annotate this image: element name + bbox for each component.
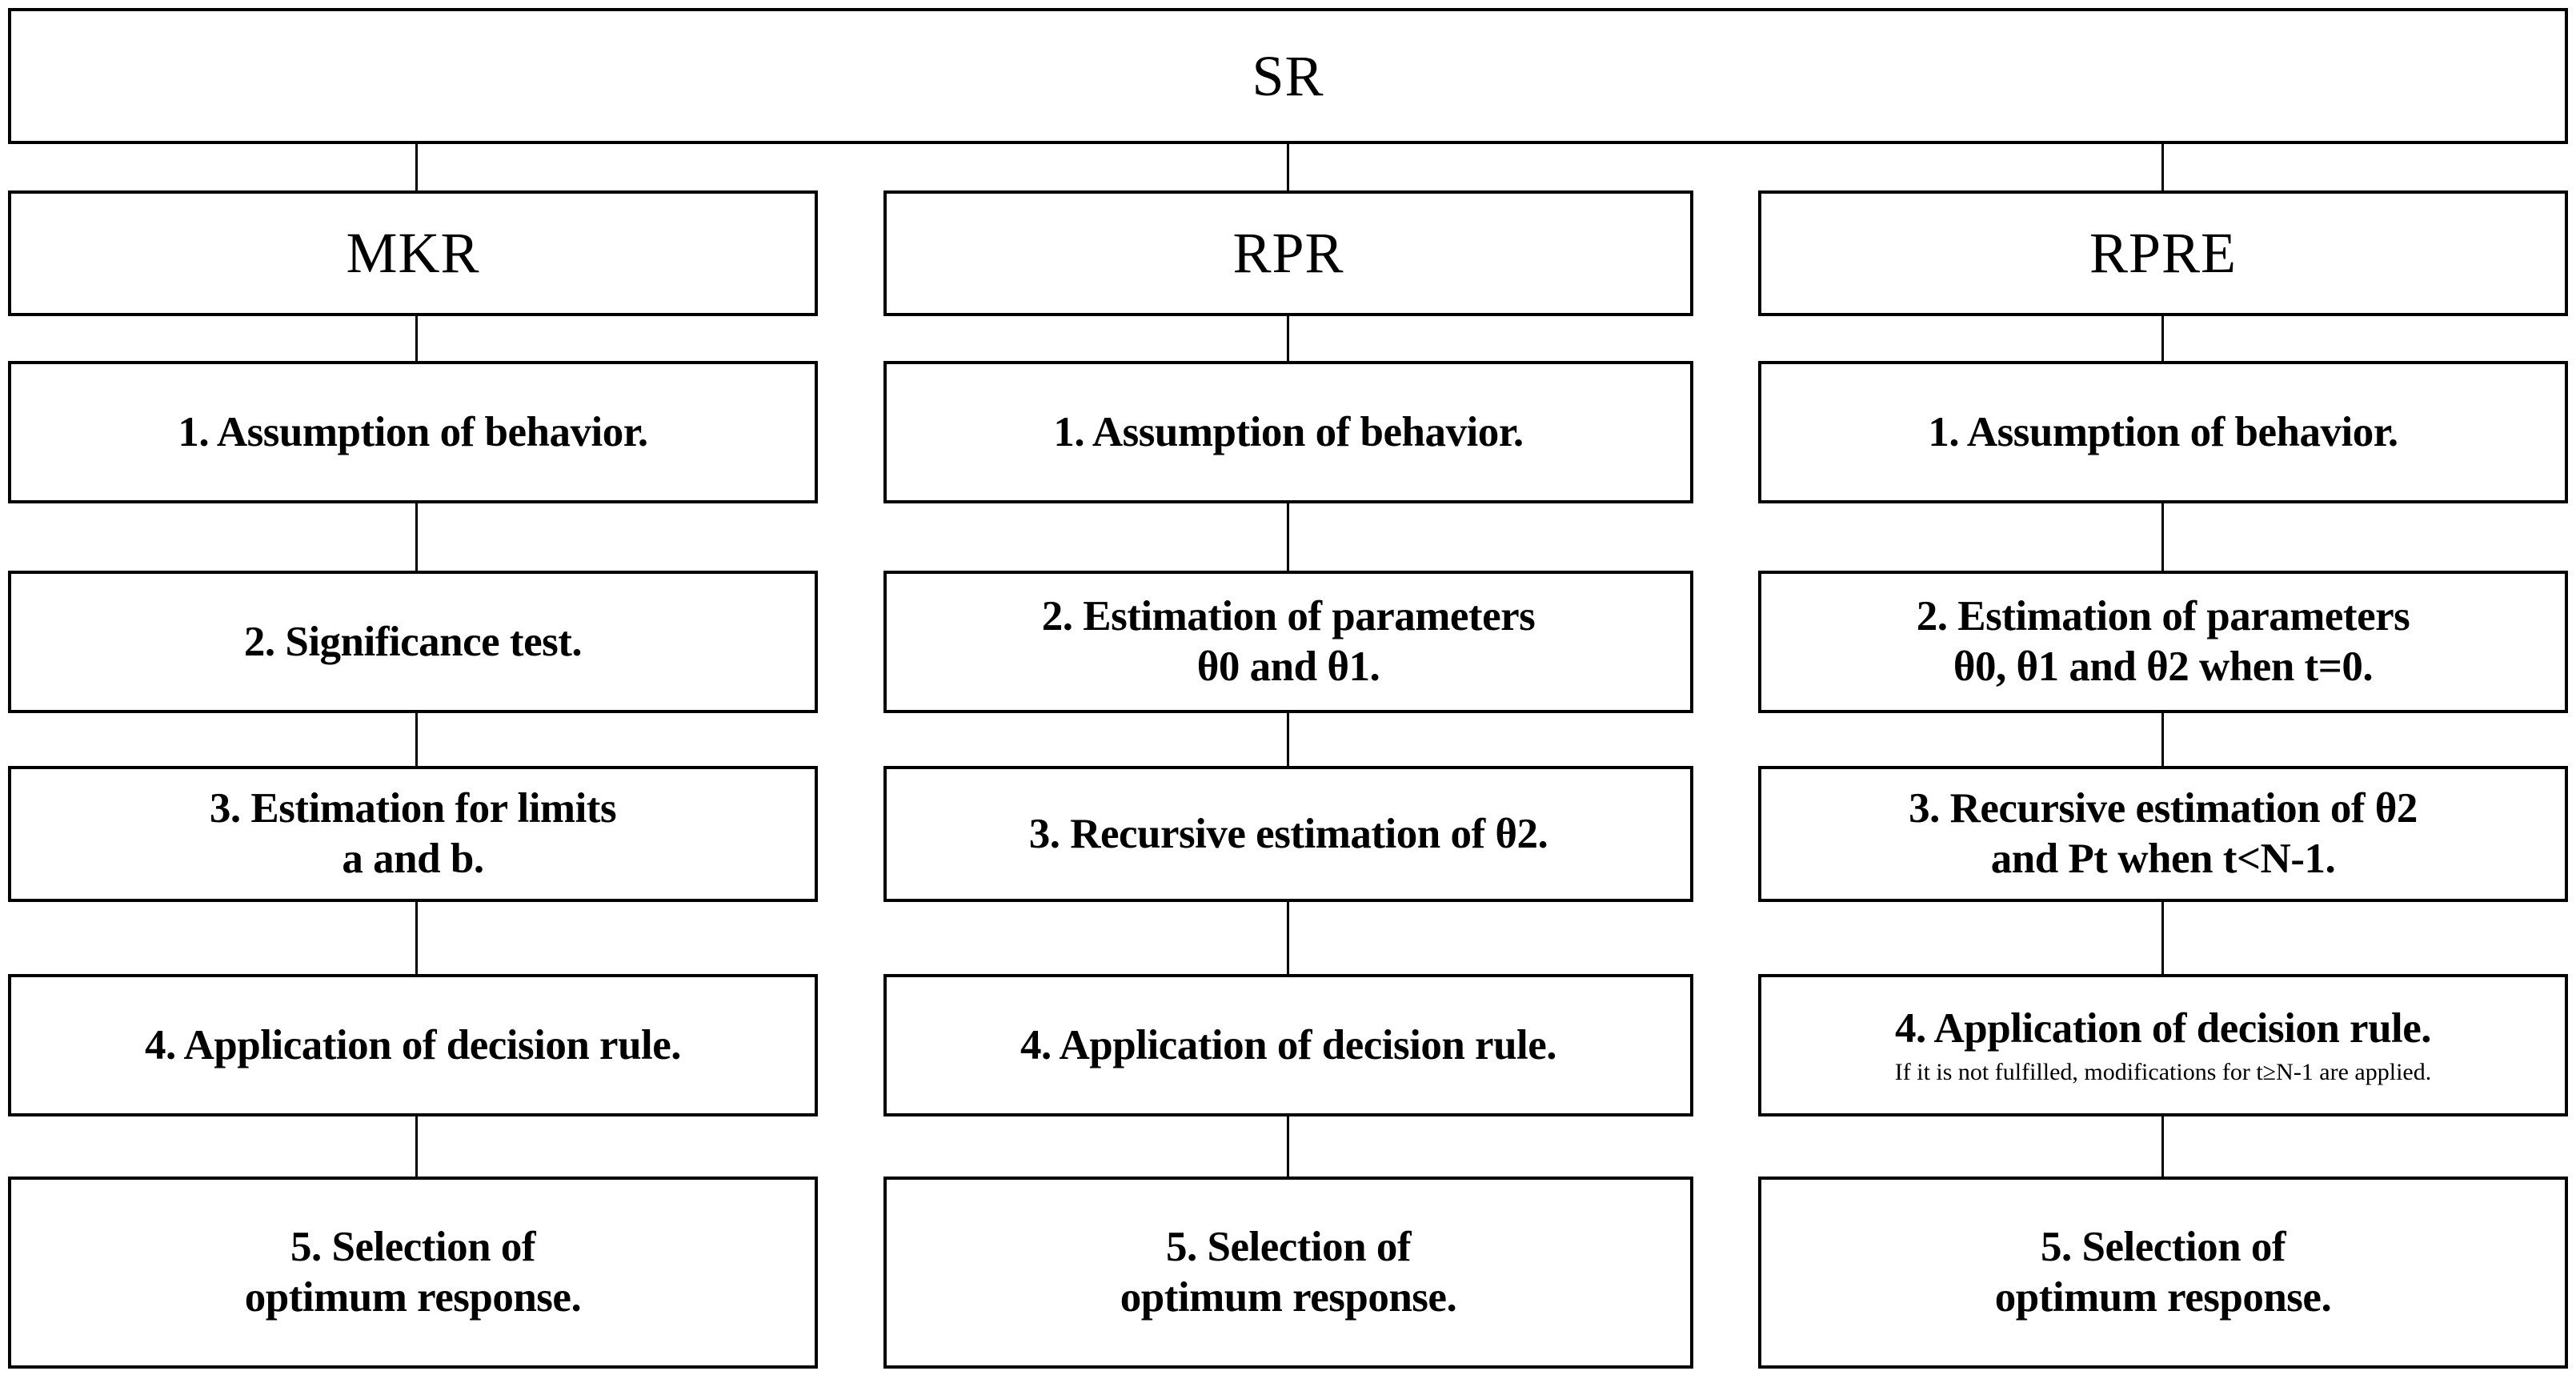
node-rpre-step-4-note: If it is not fulfilled, modifications fo… — [1894, 1059, 2432, 1086]
node-mkr-step-3: 3. Estimation for limits a and b. — [8, 766, 818, 902]
node-column-header-mkr-label: MKR — [346, 221, 480, 286]
node-column-header-mkr: MKR — [8, 190, 818, 316]
connector-rpr-step3-step4 — [1287, 902, 1289, 974]
node-rpre-step-2: 2. Estimation of parameters θ0, θ1 and θ… — [1758, 571, 2568, 713]
node-rpr-step-2: 2. Estimation of parameters θ0 and θ1. — [883, 571, 1693, 713]
node-rpre-step-3-line-1: 3. Recursive estimation of θ2 — [1909, 785, 2418, 832]
node-column-header-rpre: RPRE — [1758, 190, 2568, 316]
node-rpr-step-5: 5. Selection of optimum response. — [883, 1177, 1693, 1369]
connector-sr-to-rpr — [1287, 144, 1289, 190]
connector-mkr-step1-step2 — [415, 503, 418, 571]
connector-rpre-step3-step4 — [2161, 902, 2164, 974]
connector-mkr-head-step1 — [415, 316, 418, 361]
connector-rpre-step4-step5 — [2161, 1116, 2164, 1177]
connector-sr-to-mkr — [415, 144, 418, 190]
node-rpre-step-5-line-2: optimum response. — [1994, 1274, 2332, 1321]
connector-rpr-step4-step5 — [1287, 1116, 1289, 1177]
connector-mkr-step2-step3 — [415, 713, 418, 766]
connector-sr-to-rpre — [2161, 144, 2164, 190]
node-rpre-step-1-line-1: 1. Assumption of behavior. — [1928, 408, 2398, 455]
node-rpr-step-5-line-1: 5. Selection of — [1165, 1224, 1412, 1271]
connector-mkr-step4-step5 — [415, 1116, 418, 1177]
node-rpre-step-5: 5. Selection of optimum response. — [1758, 1177, 2568, 1369]
node-mkr-step-3-line-2: a and b. — [342, 836, 484, 882]
node-rpr-step-1-line-1: 1. Assumption of behavior. — [1053, 408, 1524, 455]
connector-rpr-head-step1 — [1287, 316, 1289, 361]
connector-mkr-step3-step4 — [415, 902, 418, 974]
node-mkr-step-4-line-1: 4. Application of decision rule. — [144, 1021, 682, 1068]
node-sr-root-label: SR — [1252, 43, 1324, 108]
connector-rpr-step1-step2 — [1287, 503, 1289, 571]
node-rpr-step-1: 1. Assumption of behavior. — [883, 361, 1693, 503]
node-rpr-step-5-line-2: optimum response. — [1120, 1274, 1457, 1321]
node-rpre-step-3: 3. Recursive estimation of θ2 and Pt whe… — [1758, 766, 2568, 902]
node-rpre-step-4: 4. Application of decision rule. If it i… — [1758, 974, 2568, 1116]
node-rpre-step-3-line-2: and Pt when t<N-1. — [1990, 836, 2336, 882]
node-rpre-step-2-line-2: θ0, θ1 and θ2 when t=0. — [1953, 643, 2374, 690]
connector-rpre-step1-step2 — [2161, 503, 2164, 571]
node-mkr-step-1-line-1: 1. Assumption of behavior. — [178, 408, 648, 455]
node-rpre-step-5-line-1: 5. Selection of — [2040, 1224, 2286, 1271]
node-rpr-step-3: 3. Recursive estimation of θ2. — [883, 766, 1693, 902]
connector-rpr-step2-step3 — [1287, 713, 1289, 766]
node-mkr-step-5: 5. Selection of optimum response. — [8, 1177, 818, 1369]
node-rpr-step-2-line-2: θ0 and θ1. — [1196, 643, 1380, 690]
connector-rpre-step2-step3 — [2161, 713, 2164, 766]
node-mkr-step-2-line-1: 2. Significance test. — [243, 618, 583, 665]
node-column-header-rpre-label: RPRE — [2089, 221, 2237, 286]
node-sr-root: SR — [8, 8, 2568, 144]
node-mkr-step-5-line-1: 5. Selection of — [290, 1224, 536, 1271]
node-rpr-step-2-line-1: 2. Estimation of parameters — [1041, 593, 1536, 640]
node-column-header-rpr: RPR — [883, 190, 1693, 316]
connector-rpre-head-step1 — [2161, 316, 2164, 361]
node-rpr-step-4: 4. Application of decision rule. — [883, 974, 1693, 1116]
node-rpr-step-3-line-1: 3. Recursive estimation of θ2. — [1028, 810, 1548, 857]
node-mkr-step-5-line-2: optimum response. — [244, 1274, 582, 1321]
node-mkr-step-4: 4. Application of decision rule. — [8, 974, 818, 1116]
node-rpr-step-4-line-1: 4. Application of decision rule. — [1020, 1021, 1557, 1068]
node-column-header-rpr-label: RPR — [1232, 221, 1344, 286]
node-mkr-step-1: 1. Assumption of behavior. — [8, 361, 818, 503]
node-mkr-step-2: 2. Significance test. — [8, 571, 818, 713]
node-mkr-step-3-line-1: 3. Estimation for limits — [209, 785, 617, 832]
node-rpre-step-2-line-1: 2. Estimation of parameters — [1916, 593, 2410, 640]
node-rpre-step-1: 1. Assumption of behavior. — [1758, 361, 2568, 503]
node-rpre-step-4-line-1: 4. Application of decision rule. — [1894, 1005, 2432, 1052]
